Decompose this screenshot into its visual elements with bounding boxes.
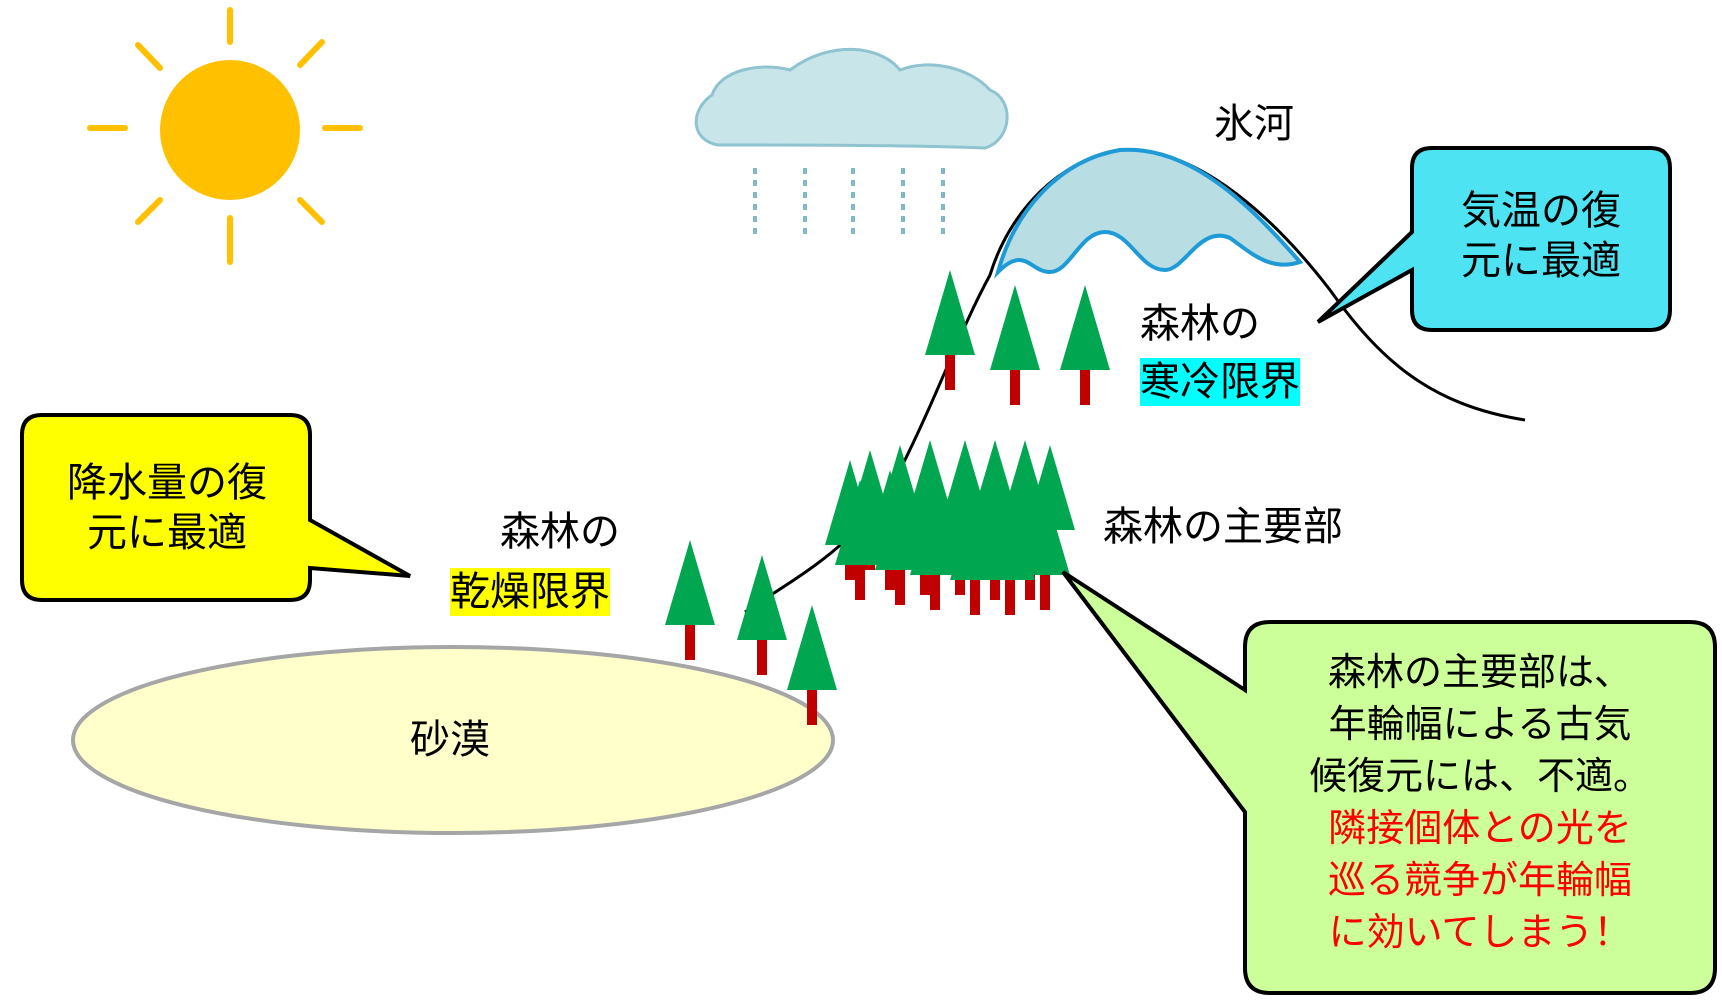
callout-temperature-text: 気温の復 元に最適 [1412, 186, 1670, 286]
tree-icon [875, 485, 925, 605]
tree-icon [835, 480, 885, 600]
desert-label: 砂漠 [410, 717, 490, 763]
tree-icon [787, 605, 837, 725]
forest-main-label: 森林の主要部 [1103, 504, 1343, 550]
glacier-cap [994, 147, 1304, 279]
callout-temperature-line-1: 気温の復 [1461, 188, 1621, 234]
forest-trees [665, 270, 1110, 725]
cold-limit-forest-label: 森林の [1140, 301, 1260, 347]
rain-icon [753, 168, 945, 238]
callout-precipitation [20, 413, 411, 602]
tree-icon [950, 495, 1000, 615]
cloud-icon [694, 47, 1009, 150]
callout-forest-main [1061, 570, 1717, 995]
callout-main-line-3: 候復元には、不適。 [1308, 754, 1651, 798]
callout-precipitation-line-1: 降水量の復 [67, 460, 267, 506]
desert-ellipse [71, 645, 835, 835]
tree-icon [990, 285, 1040, 405]
callout-precipitation-text: 降水量の復 元に最適 [22, 458, 312, 558]
tree-icon [1020, 490, 1070, 610]
callout-temperature [1316, 146, 1672, 332]
callout-temperature-line-2: 元に最適 [1461, 238, 1621, 284]
callout-forest-main-text: 森林の主要部は、 年輪幅による古気 候復元には、不適。 隣接個体との光を 巡る競… [1245, 646, 1715, 958]
dry-limit-label: 乾燥限界 [450, 568, 610, 616]
callout-precipitation-line-2: 元に最適 [87, 510, 247, 556]
glacier-label: 氷河 [1214, 101, 1294, 147]
sun-icon [87, 7, 363, 265]
tree-icon [985, 495, 1035, 615]
dry-limit-forest-label: 森林の [500, 509, 620, 555]
cold-limit-label: 寒冷限界 [1140, 358, 1300, 406]
callout-main-line-6: に効いてしまう！ [1328, 910, 1632, 954]
callout-main-line-4: 隣接個体との光を [1328, 806, 1632, 850]
tree-icon [910, 490, 960, 610]
tree-icon [737, 555, 787, 675]
tree-icon [1060, 285, 1110, 405]
callout-main-line-2: 年輪幅による古気 [1328, 702, 1632, 746]
callout-main-line-5: 巡る競争が年輪幅 [1327, 858, 1632, 902]
tree-icon [925, 270, 975, 390]
tree-icon [665, 540, 715, 660]
callout-main-line-1: 森林の主要部は、 [1327, 650, 1632, 694]
